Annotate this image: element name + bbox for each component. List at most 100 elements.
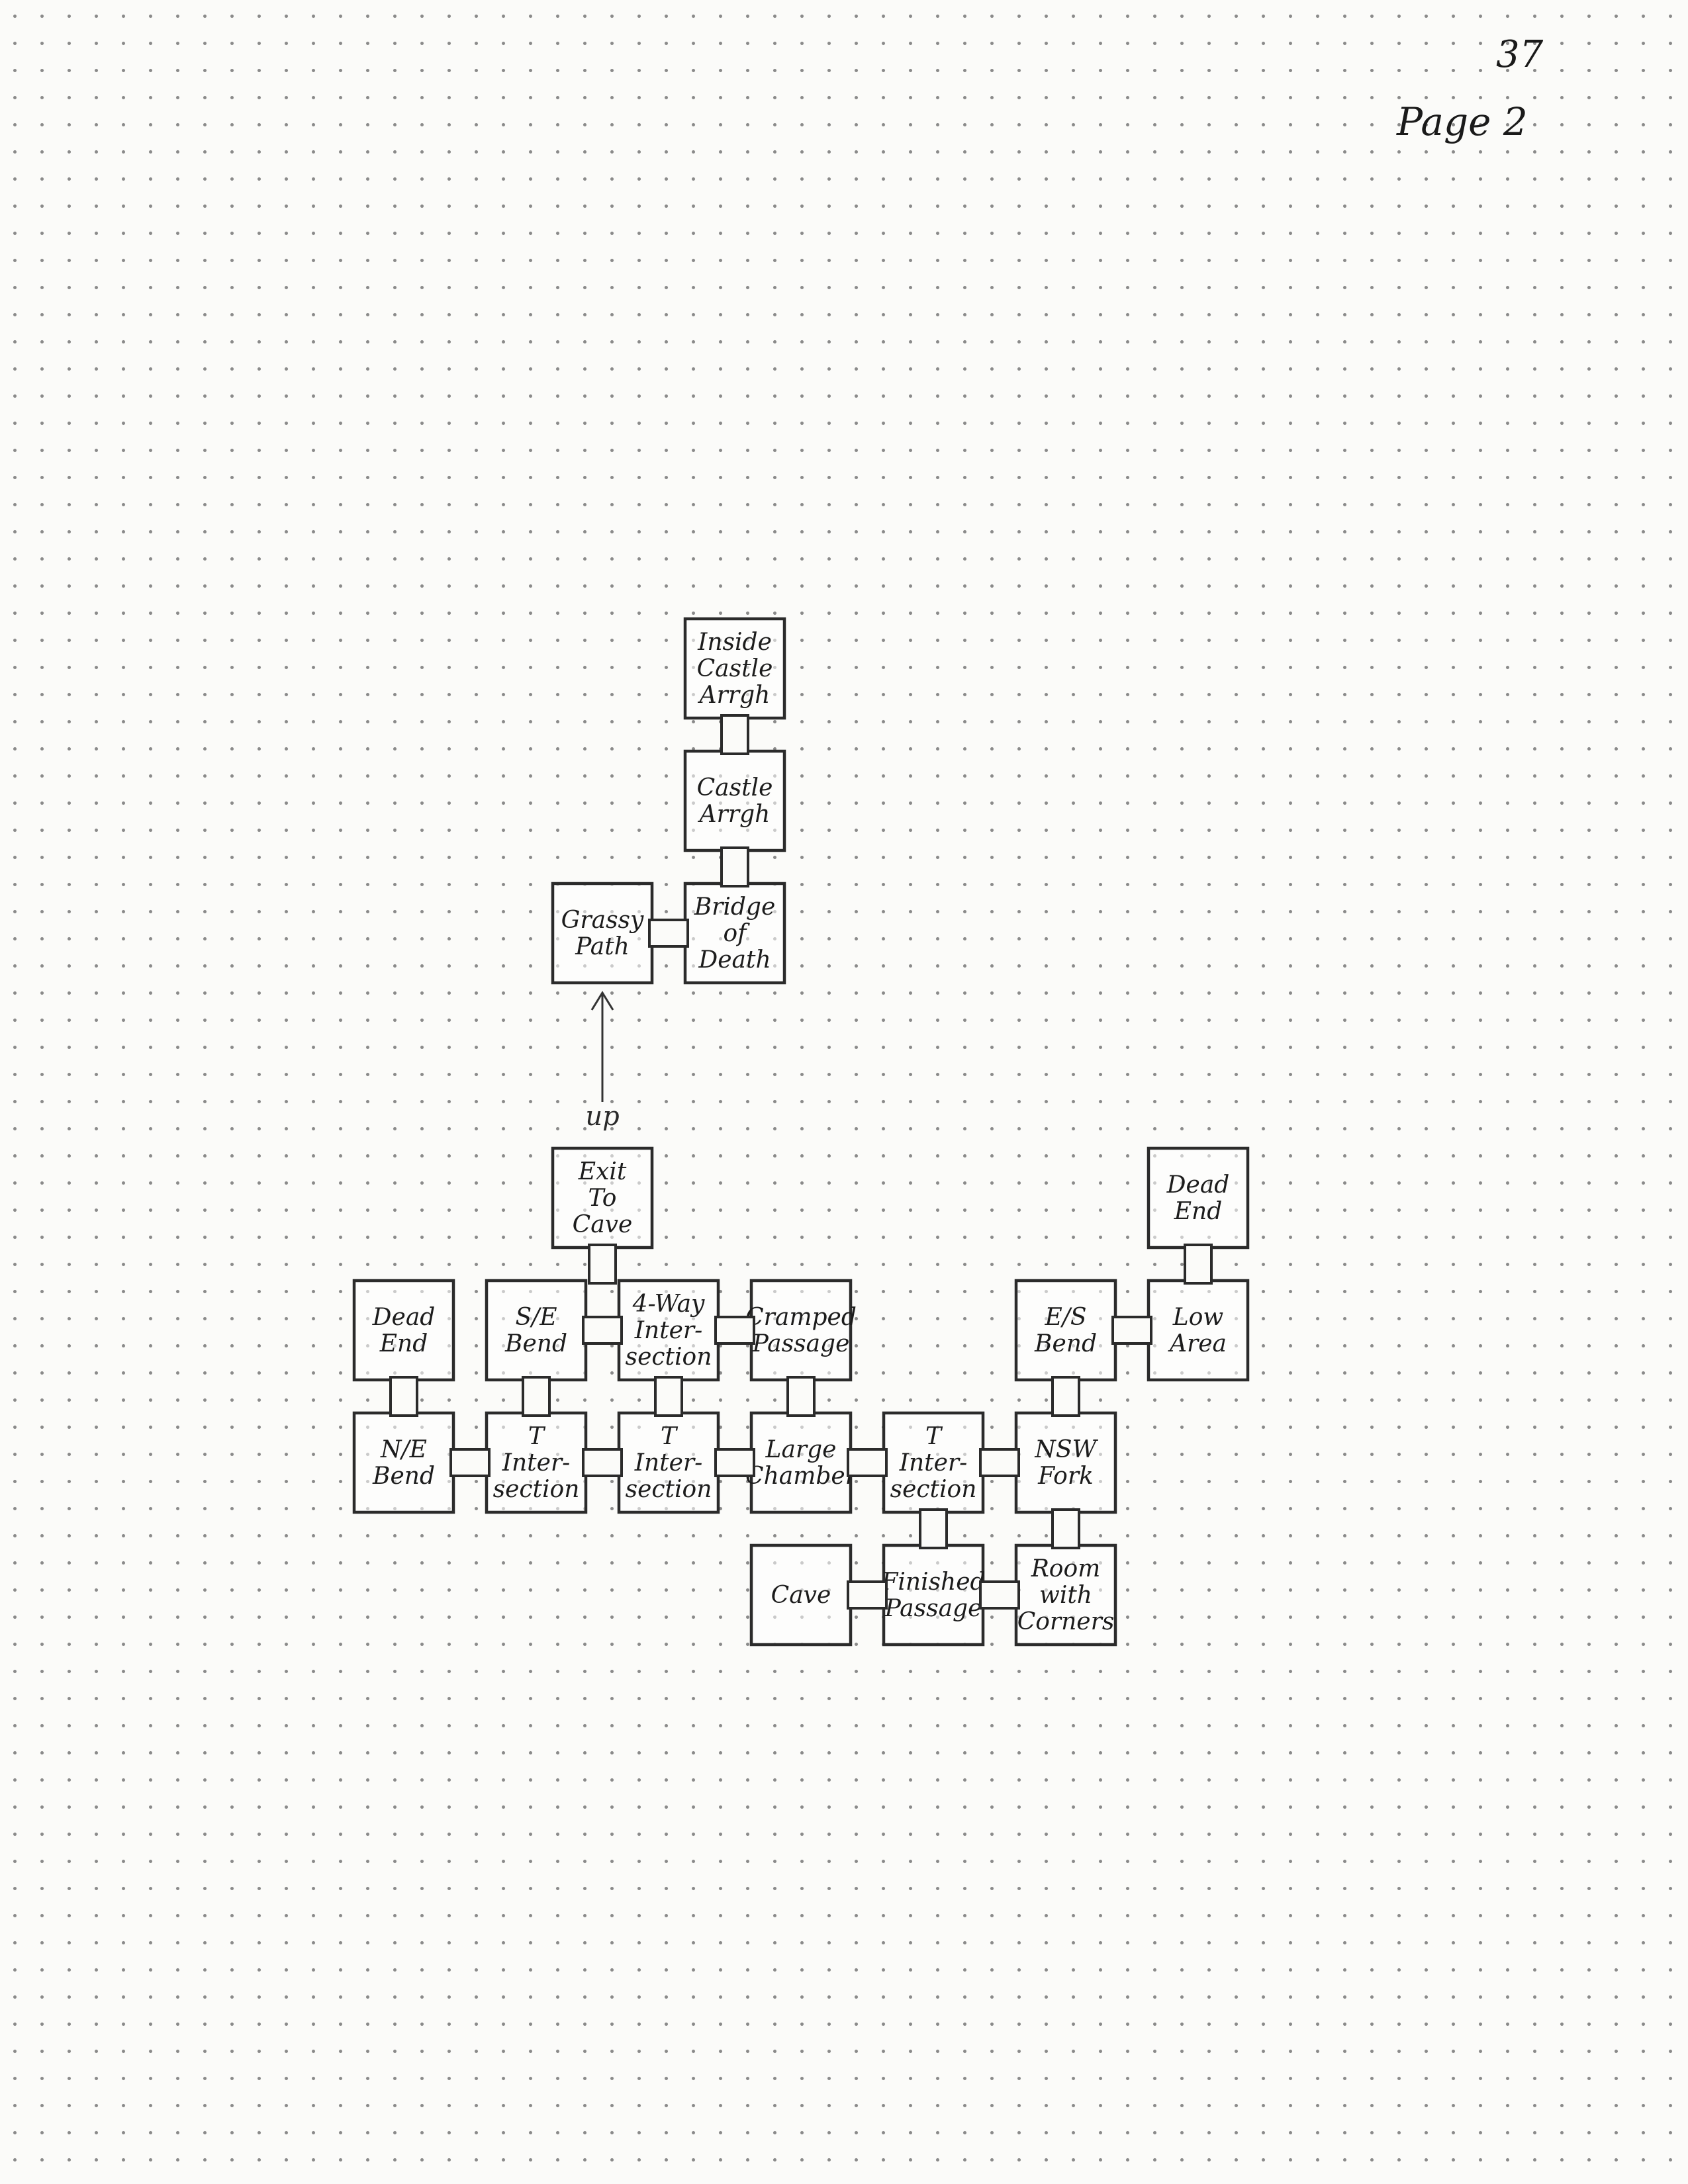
room-label: Finished	[880, 1569, 985, 1596]
room-label: Cave	[573, 1211, 633, 1238]
corridor-connector	[919, 1508, 948, 1549]
room-label: End	[379, 1330, 428, 1357]
corridor-connector	[582, 1316, 623, 1345]
room-label: Grassy	[561, 907, 644, 934]
room-label: T	[925, 1423, 943, 1450]
room-box	[485, 1411, 588, 1514]
room-label: Corners	[1017, 1608, 1115, 1635]
room-box	[882, 1411, 985, 1514]
room-label: S/E	[515, 1304, 557, 1331]
room-label: Area	[1168, 1330, 1227, 1357]
page-label: Page 2	[1397, 99, 1528, 144]
up-arrowhead	[590, 991, 614, 1011]
room-label: Exit	[578, 1158, 627, 1185]
room-label: Inter-	[634, 1449, 703, 1477]
corridor-connector	[1051, 1376, 1080, 1417]
room-label: To	[588, 1185, 617, 1212]
room-label: Room	[1031, 1555, 1101, 1582]
corridor-connector	[847, 1580, 888, 1610]
room-label: Dead	[372, 1304, 436, 1331]
room-label: Passage	[884, 1595, 982, 1622]
corridor-connector	[979, 1580, 1020, 1610]
room-label: Inter-	[899, 1449, 968, 1477]
room-label: with	[1039, 1582, 1092, 1609]
room-box	[683, 749, 786, 852]
room-label: End	[1174, 1198, 1223, 1225]
room-label: section	[626, 1476, 712, 1503]
room-label: Inter-	[502, 1449, 571, 1477]
room-label: Castle	[697, 655, 773, 682]
room-box	[617, 1279, 720, 1382]
room-cave: Cave	[749, 1543, 853, 1647]
room-box	[1147, 1279, 1250, 1382]
room-label: Large	[765, 1436, 837, 1463]
room-box	[1147, 1146, 1250, 1250]
corridor-connector	[522, 1376, 551, 1417]
corridor-connector	[654, 1376, 683, 1417]
room-label: N/E	[380, 1436, 427, 1463]
corridor-connector	[1051, 1508, 1080, 1549]
room-label: Bend	[1034, 1330, 1097, 1357]
corridor-connector	[449, 1448, 491, 1477]
room-label: E/S	[1044, 1304, 1086, 1331]
room-label: Chamber	[745, 1463, 858, 1490]
room-label: Fork	[1037, 1463, 1094, 1490]
corridor-connector	[389, 1376, 418, 1417]
room-label: section	[626, 1343, 712, 1371]
room-label: Castle	[697, 774, 773, 801]
room-label: section	[890, 1476, 977, 1503]
corridor-connector	[588, 1244, 617, 1285]
room-label: Death	[698, 946, 771, 974]
room-box	[352, 1411, 455, 1514]
room-label: Bridge	[694, 893, 776, 921]
room-box	[352, 1279, 455, 1382]
corridor-connector	[648, 919, 689, 948]
corridor-connector	[979, 1448, 1020, 1477]
corridor-connector	[1184, 1244, 1213, 1285]
room-label: Arrgh	[698, 682, 771, 709]
room-box	[1014, 1279, 1117, 1382]
room-label: Cave	[771, 1582, 831, 1609]
room-box	[1014, 1543, 1117, 1647]
corridor-connector	[720, 714, 749, 755]
room-label: T	[528, 1423, 546, 1450]
room-label: Passage	[752, 1330, 850, 1357]
room-label: T	[661, 1423, 679, 1450]
corridor-connector	[720, 846, 749, 887]
corridor-connector	[786, 1376, 816, 1417]
room-label: Dead	[1166, 1171, 1230, 1199]
corridor-connector	[714, 1316, 755, 1345]
room-label: Bend	[372, 1463, 435, 1490]
corridor-connector	[714, 1448, 755, 1477]
room-label: Low	[1172, 1304, 1224, 1331]
room-label: NSW	[1034, 1436, 1098, 1463]
room-label: of	[724, 920, 751, 947]
up-label: up	[585, 1101, 619, 1132]
room-box	[551, 1146, 654, 1250]
room-label: Cramped	[745, 1304, 857, 1331]
room-label: Inter-	[634, 1317, 703, 1344]
corridor-connector	[582, 1448, 623, 1477]
room-label: 4-Way	[632, 1291, 705, 1318]
room-label: Arrgh	[698, 801, 771, 828]
